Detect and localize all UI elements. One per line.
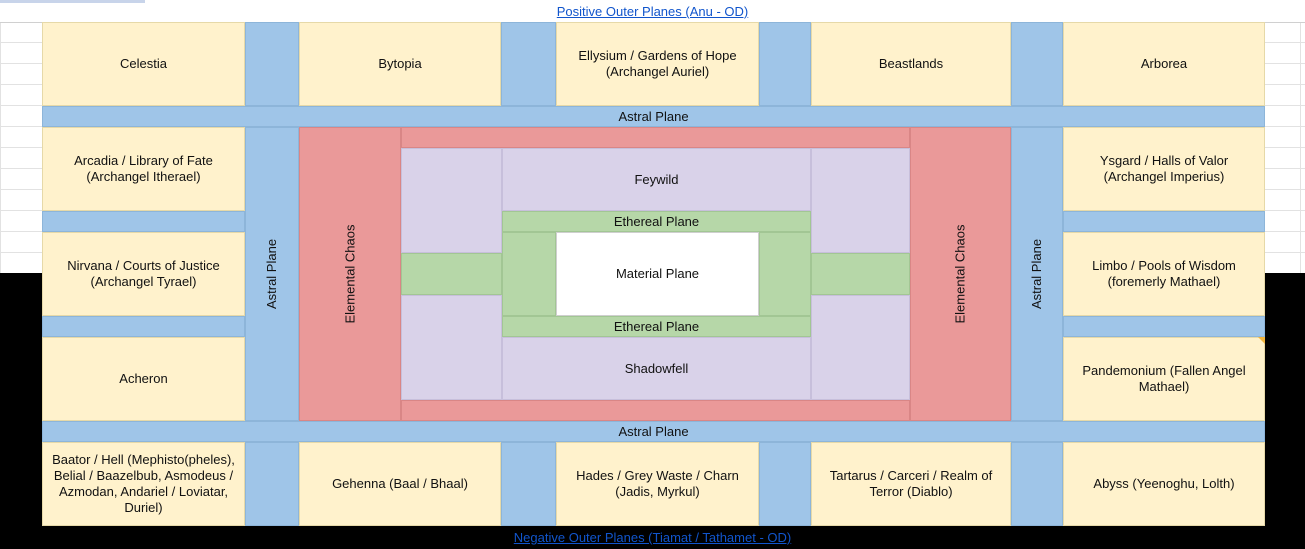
- cell-arborea[interactable]: Arborea: [1063, 22, 1265, 106]
- astral-plane-top[interactable]: Astral Plane: [42, 106, 1265, 127]
- feywild[interactable]: Feywild: [502, 148, 811, 211]
- elemental-chaos-right-label: Elemental Chaos: [952, 224, 968, 324]
- cell-limbo[interactable]: Limbo / Pools of Wisdom (foremerly Matha…: [1063, 232, 1265, 316]
- shadowfell-left-block: [401, 295, 502, 400]
- cell-gehenna[interactable]: Gehenna (Baal / Bhaal): [299, 442, 501, 526]
- elemental-chaos-top-bar: [401, 127, 910, 148]
- feywild-left-block: [401, 148, 502, 253]
- cell-acheron[interactable]: Acheron: [42, 337, 245, 421]
- astral-plane-right[interactable]: Astral Plane: [1011, 127, 1063, 421]
- ethereal-plane-top[interactable]: Ethereal Plane: [502, 211, 811, 232]
- material-plane[interactable]: Material Plane: [556, 232, 759, 316]
- elemental-chaos-left-label: Elemental Chaos: [342, 224, 357, 324]
- shadowfell[interactable]: Shadowfell: [502, 337, 811, 400]
- ethereal-right-inner: [759, 232, 811, 316]
- positive-outer-planes-link[interactable]: Positive Outer Planes (Anu - OD): [556, 4, 749, 19]
- astral-plane-left[interactable]: Astral Plane: [245, 127, 299, 421]
- cell-arcadia[interactable]: Arcadia / Library of Fate (Archangel Ith…: [42, 127, 245, 211]
- ethereal-left-inner: [502, 232, 556, 316]
- astral-bar-right-2: [1063, 316, 1265, 337]
- astral-bar-top-4: [1011, 22, 1063, 106]
- cell-tartarus[interactable]: Tartarus / Carceri / Realm of Terror (Di…: [811, 442, 1011, 526]
- cell-beastlands[interactable]: Beastlands: [811, 22, 1011, 106]
- astral-bar-top-1: [245, 22, 299, 106]
- astral-bar-top-3: [759, 22, 811, 106]
- ethereal-left-block: [401, 253, 502, 295]
- astral-bar-bottom-3: [759, 442, 811, 526]
- cell-hades[interactable]: Hades / Grey Waste / Charn (Jadis, Myrku…: [556, 442, 759, 526]
- cell-bytopia[interactable]: Bytopia: [299, 22, 501, 106]
- astral-plane-bottom[interactable]: Astral Plane: [42, 421, 1265, 442]
- astral-bar-top-2: [501, 22, 556, 106]
- astral-bar-right-1: [1063, 211, 1265, 232]
- ethereal-plane-bottom[interactable]: Ethereal Plane: [502, 316, 811, 337]
- cell-baator[interactable]: Baator / Hell (Mephisto(pheles), Belial …: [42, 442, 245, 526]
- comment-indicator-icon[interactable]: [1258, 337, 1265, 344]
- cell-ellysium[interactable]: Ellysium / Gardens of Hope (Archangel Au…: [556, 22, 759, 106]
- shadowfell-right-block: [811, 295, 910, 400]
- astral-plane-left-label: Astral Plane: [264, 238, 279, 310]
- cell-nirvana[interactable]: Nirvana / Courts of Justice (Archangel T…: [42, 232, 245, 316]
- elemental-chaos-bottom-bar: [401, 400, 910, 421]
- cell-abyss[interactable]: Abyss (Yeenoghu, Lolth): [1063, 442, 1265, 526]
- astral-plane-right-label: Astral Plane: [1029, 238, 1044, 310]
- astral-bar-bottom-1: [245, 442, 299, 526]
- cell-ysgard[interactable]: Ysgard / Halls of Valor (Archangel Imper…: [1063, 127, 1265, 211]
- elemental-chaos-left[interactable]: Elemental Chaos: [299, 127, 401, 421]
- astral-bar-left-1: [42, 211, 245, 232]
- cell-celestia[interactable]: Celestia: [42, 22, 245, 106]
- cell-pandemonium[interactable]: Pandemonium (Fallen Angel Mathael): [1063, 337, 1265, 421]
- feywild-right-block: [811, 148, 910, 253]
- astral-bar-bottom-2: [501, 442, 556, 526]
- elemental-chaos-right[interactable]: Elemental Chaos: [910, 127, 1011, 421]
- astral-bar-bottom-4: [1011, 442, 1063, 526]
- ethereal-right-block: [811, 253, 910, 295]
- astral-bar-left-2: [42, 316, 245, 337]
- negative-outer-planes-link[interactable]: Negative Outer Planes (Tiamat / Tathamet…: [513, 530, 792, 545]
- sheet-tab-indicator: [0, 0, 145, 3]
